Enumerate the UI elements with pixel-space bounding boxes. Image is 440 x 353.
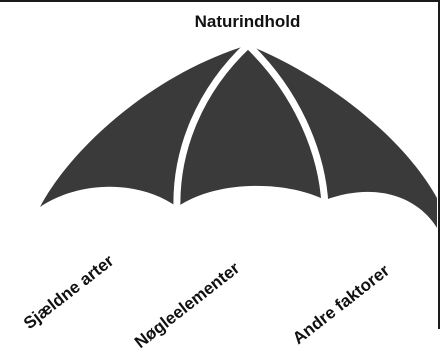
umbrella-rib-left <box>173 42 251 211</box>
umbrella-canopy <box>40 45 437 228</box>
umbrella-diagram <box>40 42 437 228</box>
right-border-line <box>438 0 440 329</box>
top-border-line <box>0 0 440 2</box>
umbrella-rib-right <box>245 42 329 206</box>
umbrella-title: Naturindhold <box>194 12 301 31</box>
diagram-frame <box>0 0 440 329</box>
